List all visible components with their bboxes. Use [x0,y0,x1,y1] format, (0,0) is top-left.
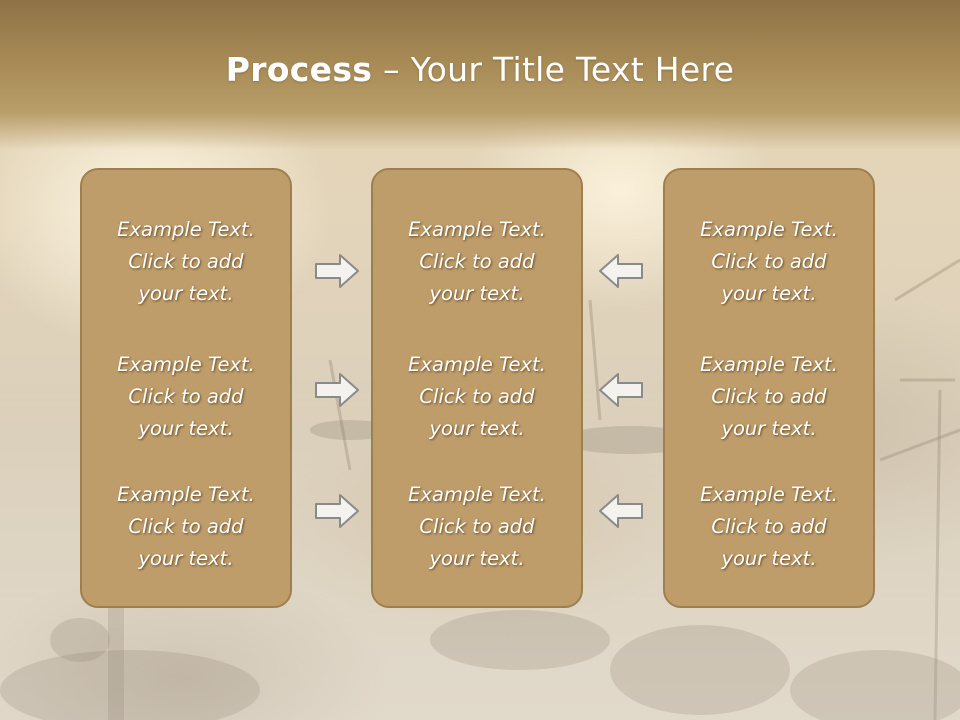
item-line: Click to add [419,385,535,408]
item-line: your text. [429,417,525,440]
item-line: Example Text. [117,218,255,241]
process-text-item[interactable]: Example Text. Click to add your text. [373,349,581,445]
item-line: Example Text. [117,483,255,506]
title-rest: – Your Title Text Here [372,50,735,89]
item-line: Click to add [711,385,827,408]
item-line: your text. [138,547,234,570]
item-line: Click to add [419,515,535,538]
process-box-center[interactable]: Example Text. Click to add your text. Ex… [371,168,583,608]
arrow-right-icon[interactable] [314,372,360,408]
item-line: Example Text. [700,218,838,241]
item-line: Click to add [419,250,535,273]
item-line: your text. [138,417,234,440]
item-line: Click to add [711,250,827,273]
process-text-item[interactable]: Example Text. Click to add your text. [665,214,873,310]
arrow-right-icon[interactable] [314,493,360,529]
item-line: your text. [721,282,817,305]
process-text-item[interactable]: Example Text. Click to add your text. [82,479,290,575]
process-box-left[interactable]: Example Text. Click to add your text. Ex… [80,168,292,608]
item-line: Example Text. [700,353,838,376]
item-line: your text. [429,282,525,305]
arrow-left-icon[interactable] [598,253,644,289]
process-box-right[interactable]: Example Text. Click to add your text. Ex… [663,168,875,608]
item-line: Example Text. [117,353,255,376]
process-text-item[interactable]: Example Text. Click to add your text. [665,349,873,445]
title-band [0,0,960,150]
item-line: Click to add [128,515,244,538]
item-line: your text. [721,417,817,440]
item-line: Example Text. [408,483,546,506]
item-line: Click to add [128,250,244,273]
item-line: Example Text. [408,353,546,376]
item-line: Example Text. [408,218,546,241]
process-text-item[interactable]: Example Text. Click to add your text. [373,214,581,310]
arrow-left-icon[interactable] [598,372,644,408]
process-text-item[interactable]: Example Text. Click to add your text. [82,349,290,445]
process-text-item[interactable]: Example Text. Click to add your text. [665,479,873,575]
slide-title[interactable]: Process – Your Title Text Here [0,50,960,89]
item-line: Example Text. [700,483,838,506]
item-line: Click to add [128,385,244,408]
arrow-left-icon[interactable] [598,493,644,529]
process-text-item[interactable]: Example Text. Click to add your text. [373,479,581,575]
arrow-right-icon[interactable] [314,253,360,289]
item-line: Click to add [711,515,827,538]
item-line: your text. [138,282,234,305]
title-bold: Process [225,50,373,89]
process-text-item[interactable]: Example Text. Click to add your text. [82,214,290,310]
item-line: your text. [721,547,817,570]
item-line: your text. [429,547,525,570]
